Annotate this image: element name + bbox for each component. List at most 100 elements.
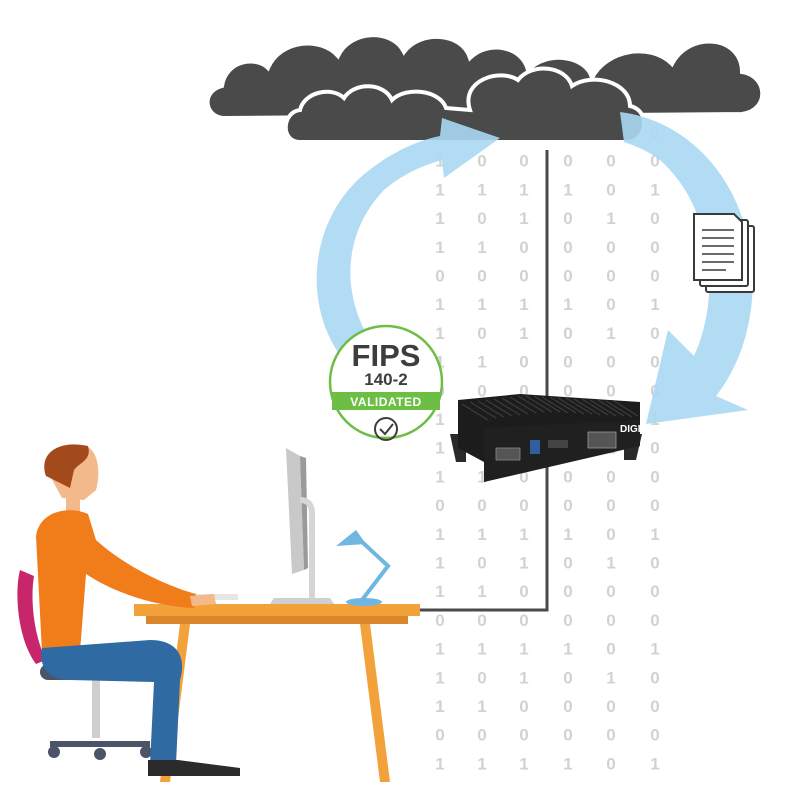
binary-digit: 1 xyxy=(563,525,572,544)
binary-digit: 0 xyxy=(606,496,615,515)
binary-digit: 1 xyxy=(435,152,444,171)
binary-digit: 0 xyxy=(477,726,486,745)
binary-digit: 1 xyxy=(435,467,444,486)
binary-digit: 0 xyxy=(477,668,486,687)
badge-subtitle: 140-2 xyxy=(364,370,407,389)
binary-digit: 1 xyxy=(519,324,528,343)
binary-digit: 1 xyxy=(435,525,444,544)
binary-digit: 1 xyxy=(563,640,572,659)
binary-digit: 0 xyxy=(519,267,528,286)
binary-digit: 0 xyxy=(563,611,572,630)
binary-digit: 0 xyxy=(563,467,572,486)
checkmark-icon xyxy=(374,417,398,441)
binary-digit: 0 xyxy=(606,525,615,544)
binary-digit: 1 xyxy=(563,754,572,773)
binary-digit: 0 xyxy=(519,582,528,601)
binary-digit: 0 xyxy=(519,467,528,486)
binary-digit: 0 xyxy=(563,267,572,286)
binary-digit: 1 xyxy=(435,754,444,773)
binary-digit: 1 xyxy=(477,238,486,257)
binary-digit: 0 xyxy=(650,209,659,228)
binary-digit: 0 xyxy=(650,726,659,745)
binary-digit: 1 xyxy=(650,754,659,773)
binary-digit: 0 xyxy=(563,324,572,343)
binary-digit: 1 xyxy=(606,324,615,343)
binary-digit: 1 xyxy=(606,554,615,573)
binary-digit: 1 xyxy=(477,180,486,199)
badge-title: FIPS xyxy=(352,338,421,373)
binary-digit: 0 xyxy=(606,295,615,314)
binary-digit: 1 xyxy=(477,467,486,486)
binary-digit: 1 xyxy=(435,439,444,458)
binary-digit: 0 xyxy=(606,381,615,400)
binary-digit: 0 xyxy=(650,238,659,257)
binary-digit: 1 xyxy=(477,525,486,544)
network-connection-line xyxy=(420,150,549,612)
binary-digit: 0 xyxy=(606,152,615,171)
binary-digit: 0 xyxy=(650,697,659,716)
binary-digit: 1 xyxy=(435,295,444,314)
binary-digit: 1 xyxy=(650,640,659,659)
binary-digit: 1 xyxy=(519,754,528,773)
fips-badge-icon: FIPS 140-2 VALIDATED xyxy=(328,324,444,441)
gateway-device-icon: DIGI xyxy=(450,394,642,482)
binary-digit: 0 xyxy=(606,238,615,257)
binary-digit: 0 xyxy=(477,267,486,286)
binary-digit: 0 xyxy=(606,582,615,601)
binary-digit: 0 xyxy=(650,467,659,486)
binary-digit: 0 xyxy=(563,554,572,573)
binary-digit: 0 xyxy=(435,496,444,515)
binary-digit: 1 xyxy=(435,554,444,573)
cloud-icon xyxy=(205,33,765,144)
binary-digit: 0 xyxy=(519,381,528,400)
binary-digit: 0 xyxy=(477,324,486,343)
binary-digit: 0 xyxy=(650,554,659,573)
binary-digit: 0 xyxy=(477,209,486,228)
binary-digit: 0 xyxy=(477,152,486,171)
binary-digit: 0 xyxy=(563,582,572,601)
binary-digit: 0 xyxy=(519,152,528,171)
binary-digit: 0 xyxy=(650,152,659,171)
binary-digit: 0 xyxy=(563,209,572,228)
binary-digit: 0 xyxy=(606,267,615,286)
binary-digit: 0 xyxy=(563,726,572,745)
binary-digit: 1 xyxy=(519,554,528,573)
binary-digit: 1 xyxy=(477,353,486,372)
binary-digit: 0 xyxy=(606,726,615,745)
binary-digit: 0 xyxy=(563,697,572,716)
binary-digit: 0 xyxy=(563,152,572,171)
binary-digit: 0 xyxy=(650,582,659,601)
binary-digit: 1 xyxy=(519,295,528,314)
binary-digit: 0 xyxy=(606,697,615,716)
binary-digit: 1 xyxy=(563,295,572,314)
binary-digit: 0 xyxy=(650,611,659,630)
binary-digit: 1 xyxy=(650,180,659,199)
binary-digit: 1 xyxy=(435,238,444,257)
person-at-desk xyxy=(36,444,240,776)
device-brand: DIGI xyxy=(620,424,641,435)
binary-digit: 0 xyxy=(650,668,659,687)
binary-digit: 1 xyxy=(435,668,444,687)
binary-digit: 0 xyxy=(477,611,486,630)
sync-arrow-icon xyxy=(316,112,753,424)
binary-digit: 1 xyxy=(563,180,572,199)
binary-digit: 0 xyxy=(519,611,528,630)
binary-digit: 0 xyxy=(606,611,615,630)
binary-digit: 0 xyxy=(477,496,486,515)
binary-digit: 1 xyxy=(435,324,444,343)
documents-icon xyxy=(693,213,755,293)
desk-lamp-icon xyxy=(336,530,391,606)
binary-digit: 0 xyxy=(606,467,615,486)
binary-digit: 0 xyxy=(477,381,486,400)
binary-digit: 1 xyxy=(606,209,615,228)
binary-digit: 0 xyxy=(563,496,572,515)
binary-digit: 1 xyxy=(435,640,444,659)
binary-digit: 1 xyxy=(477,295,486,314)
binary-digit: 0 xyxy=(519,496,528,515)
binary-digit: 1 xyxy=(477,697,486,716)
binary-digit: 1 xyxy=(650,295,659,314)
binary-digit: 1 xyxy=(519,180,528,199)
binary-digit: 0 xyxy=(519,353,528,372)
binary-digit: 1 xyxy=(519,209,528,228)
